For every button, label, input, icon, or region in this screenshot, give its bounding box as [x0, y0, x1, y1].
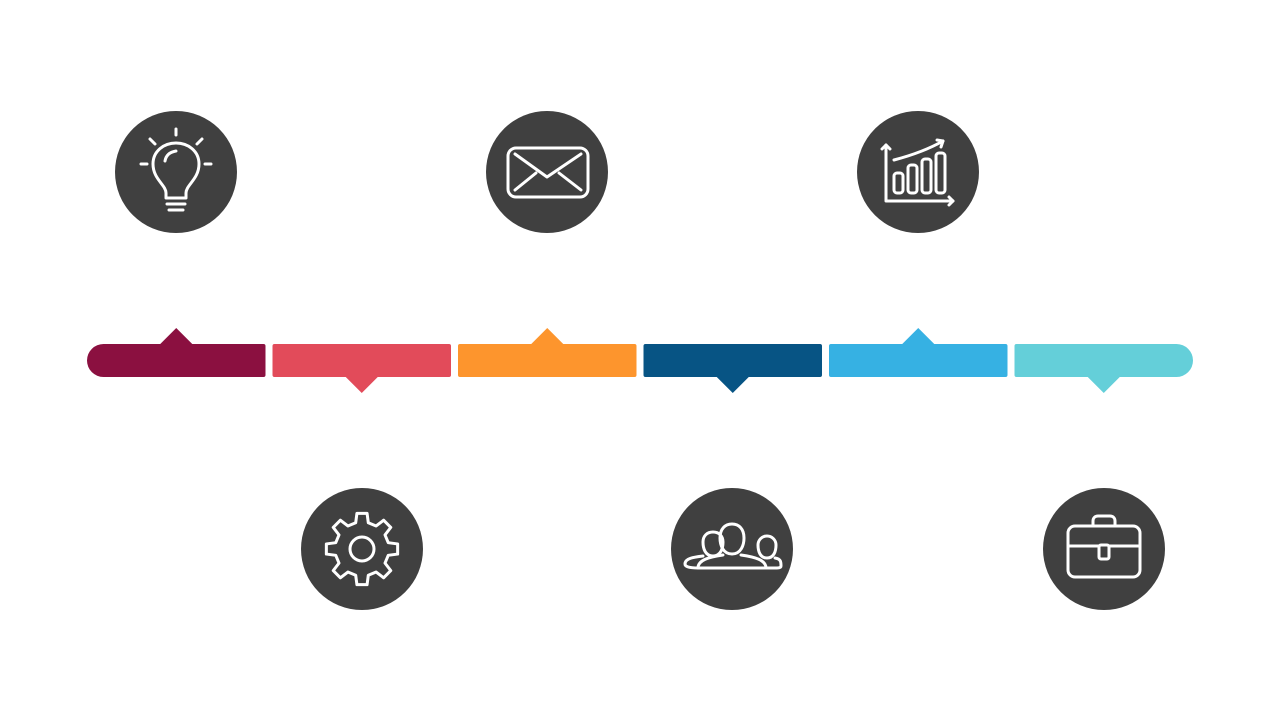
- briefcase-badge: [1043, 488, 1165, 610]
- people-badge: [671, 488, 793, 610]
- timeline-segment-5: [829, 328, 1008, 377]
- timeline-segment-6: [1014, 344, 1193, 393]
- briefcase-icon: [1043, 488, 1165, 610]
- bar-chart-badge: [857, 111, 979, 233]
- lightbulb-badge: [115, 111, 237, 233]
- gear-icon: [301, 488, 423, 610]
- envelope-badge: [486, 111, 608, 233]
- envelope-icon: [486, 111, 608, 233]
- timeline-segment-2: [272, 344, 451, 393]
- people-group-icon: [671, 488, 793, 610]
- lightbulb-icon: [115, 111, 237, 233]
- timeline-segment-3: [458, 328, 637, 377]
- timeline-segment-4: [643, 344, 822, 393]
- timeline-segment-1: [87, 328, 266, 378]
- bar-chart-growth-icon: [857, 111, 979, 233]
- gear-badge: [301, 488, 423, 610]
